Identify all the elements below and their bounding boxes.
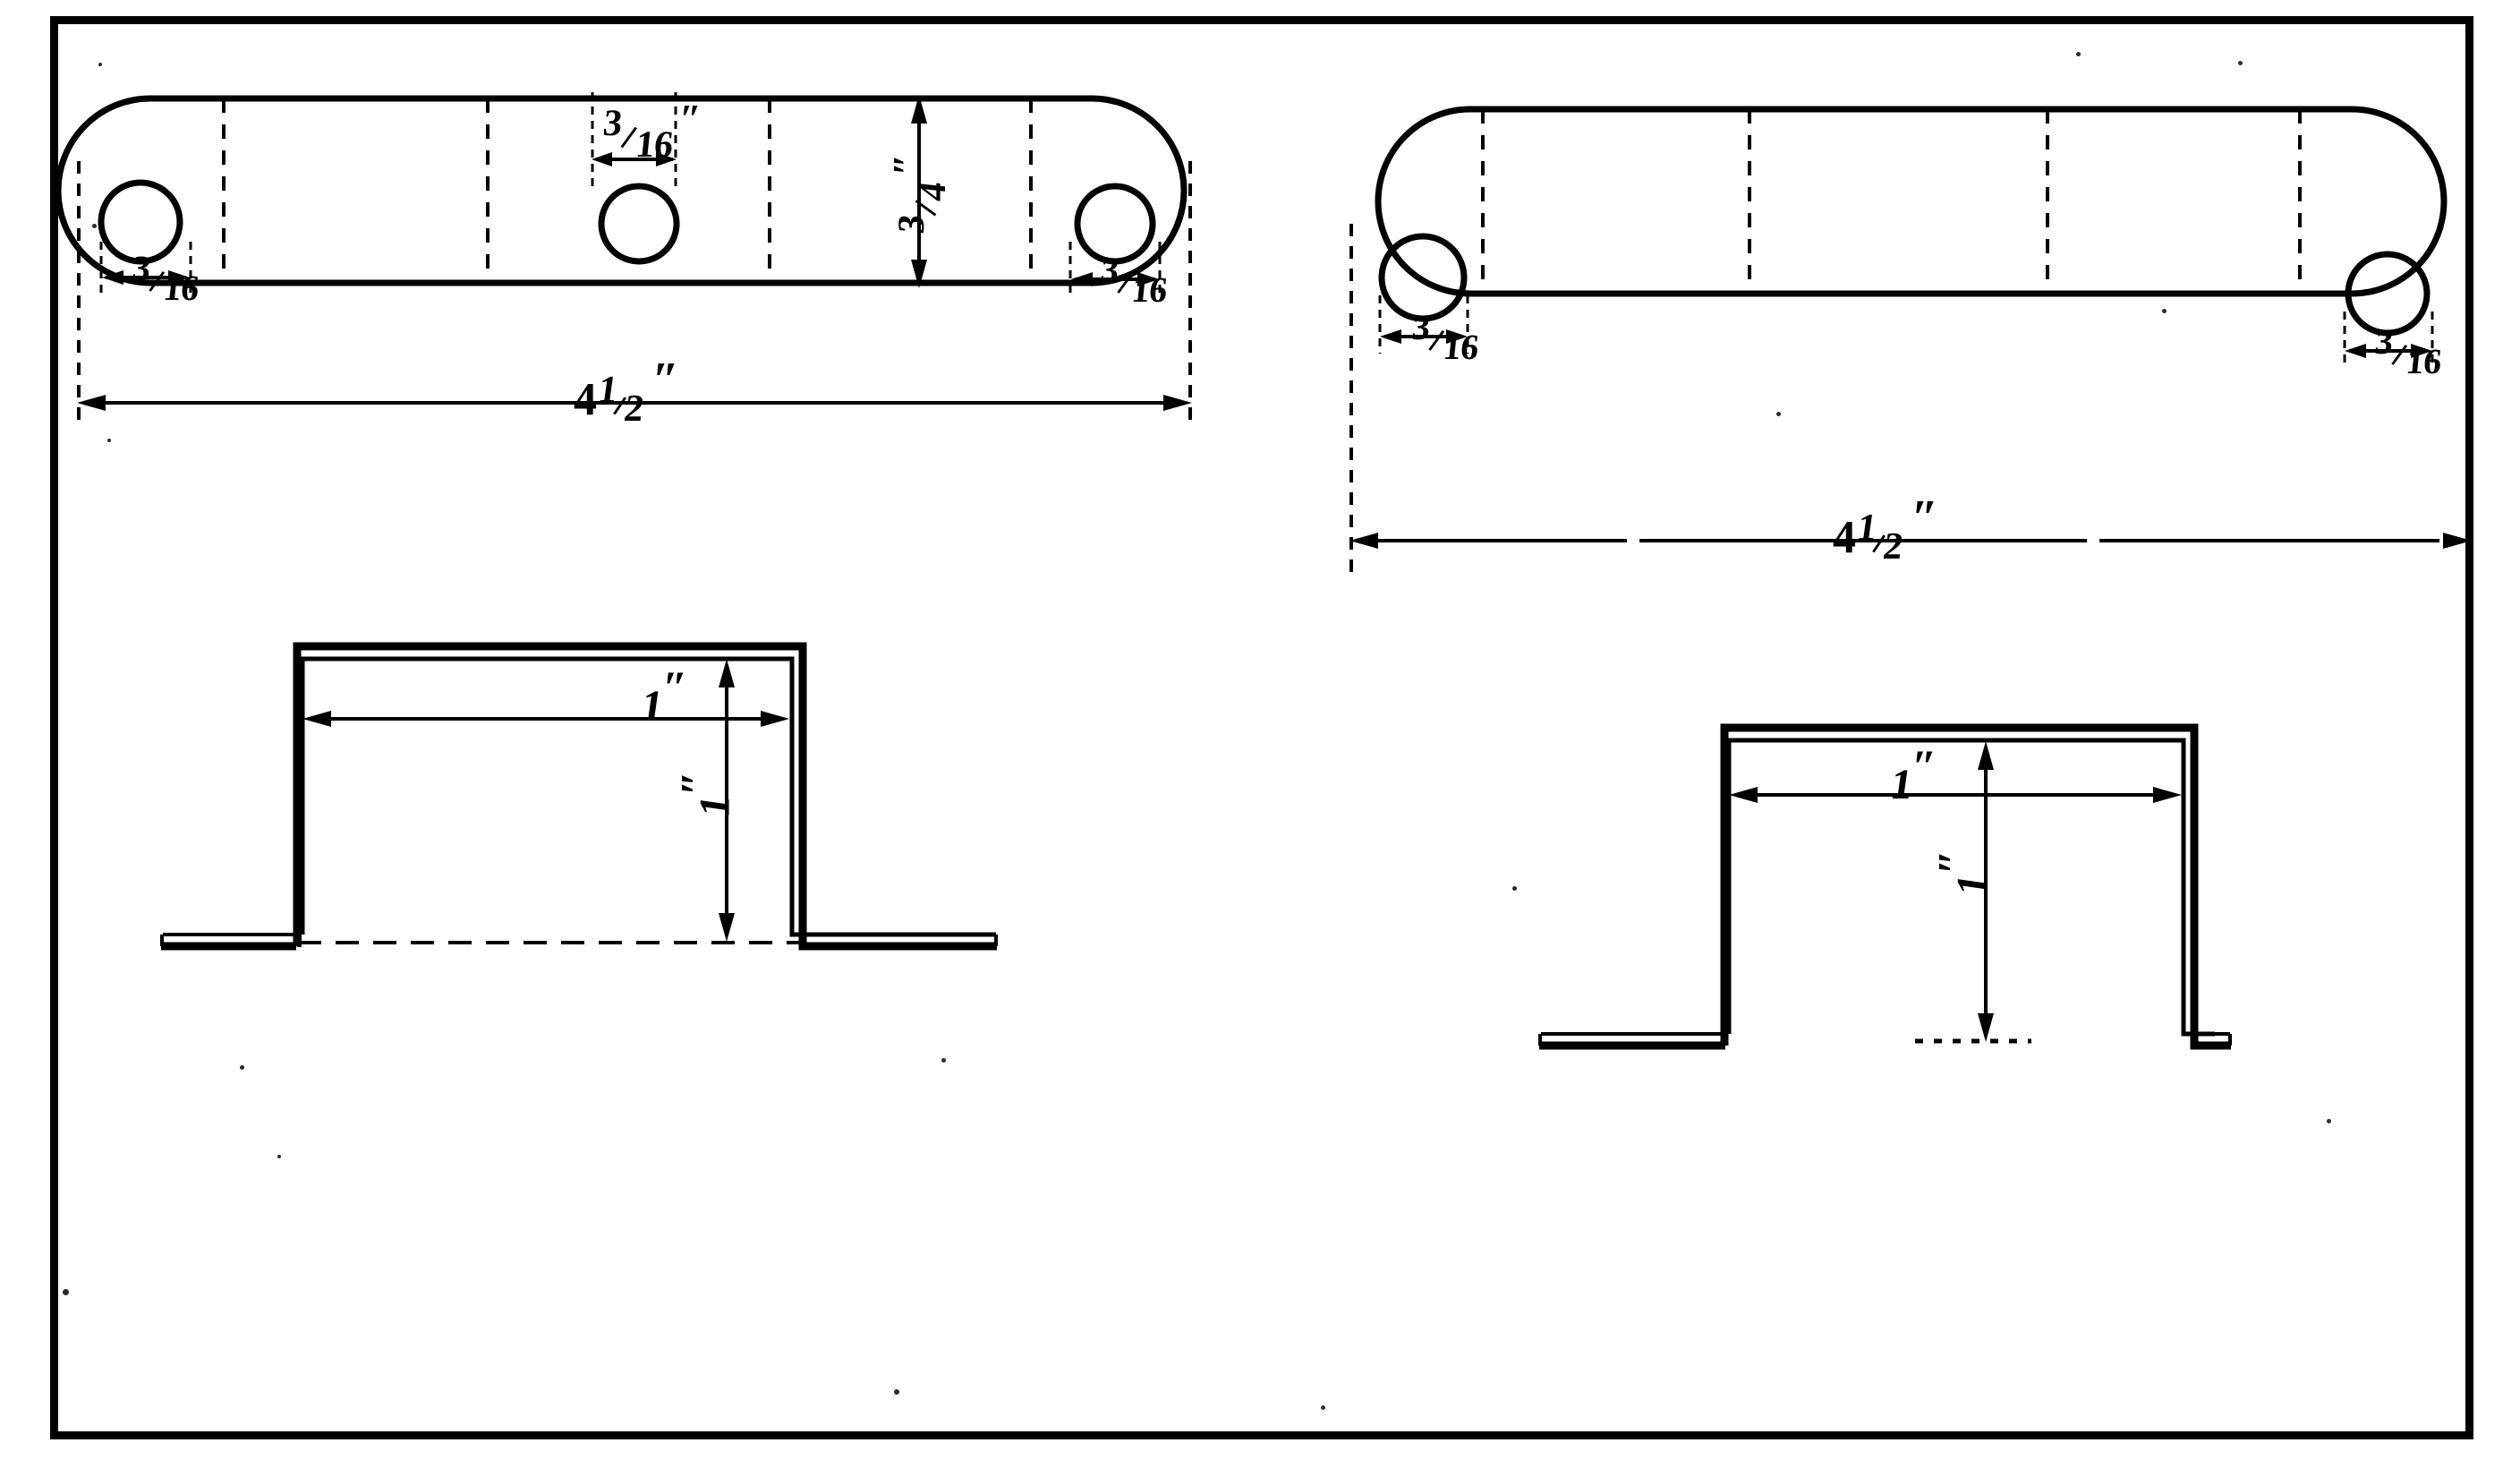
- left-hole-numerator: 3: [130, 248, 152, 288]
- right-section-width-dim-arrow: [1729, 787, 2182, 803]
- paper-speck: [277, 1155, 281, 1158]
- right-plate-right-hole-numerator: 3: [2372, 321, 2395, 362]
- paper-speck: [63, 1289, 69, 1295]
- right-plate-length-numerator: 1: [1853, 506, 1879, 549]
- right-plate-outline: [1375, 106, 2448, 297]
- center-hole-denominator: 16: [634, 124, 676, 166]
- left-plate-length-dimension-label: 412″: [574, 354, 679, 429]
- paper-speck: [92, 224, 97, 228]
- right-plate-right-hole-denominator: 16: [2404, 341, 2444, 382]
- left-plate-length-dim-arrow: [77, 395, 1192, 411]
- right-plate-hole-left: [1378, 233, 1468, 322]
- left-plate-center-hole-dimension-label: 316 ″: [601, 99, 702, 166]
- left-section-height-dimension-label: 1″: [671, 741, 739, 849]
- right-section-height-inch-mark: ″: [1928, 850, 1979, 875]
- left-section-height-inch-mark: ″: [671, 772, 722, 797]
- right-section-width-dimension-label: 1″: [1887, 744, 1937, 808]
- paper-speck: [941, 1058, 946, 1063]
- left-plate-width-dim-arrow: [911, 95, 927, 288]
- left-section-profile-view: [160, 642, 998, 951]
- paper-speck: [107, 439, 111, 442]
- right-plate-length-whole: 4: [1833, 512, 1856, 563]
- right-section-height-dim-arrow: [1978, 741, 1994, 1042]
- left-section-width-value: 1: [638, 682, 667, 730]
- right-plate-length-dim-arrow: [1349, 533, 2472, 549]
- right-plate-left-hole-numerator: 3: [1409, 307, 1432, 347]
- left-section-height-dim-arrow: [719, 659, 735, 942]
- right-plate-plan-view: [1349, 106, 2472, 573]
- paper-speck: [1776, 412, 1781, 416]
- paper-speck: [2327, 1119, 2331, 1123]
- left-section-left-flange-outer: [297, 934, 302, 947]
- right-section-width-value: 1: [1887, 761, 1916, 808]
- paper-speck: [2162, 309, 2167, 313]
- center-hole-inch-mark: ″: [679, 97, 702, 141]
- page-border-frame: [50, 16, 2473, 1439]
- left-plate-plan-view: [55, 92, 1192, 421]
- left-plate-left-hole-dim-arrow: [102, 270, 190, 285]
- plate-length-denominator: 2: [621, 387, 646, 430]
- right-hole-denominator: 16: [1129, 269, 1170, 311]
- right-section-height-dimension-label: 1″: [1928, 820, 1996, 927]
- center-hole-numerator: 3: [600, 103, 625, 145]
- right-section-width-inch-mark: ″: [1911, 740, 1937, 791]
- right-plate-left-hole-dim-arrow: [1380, 329, 1468, 344]
- left-section-width-dimension-label: 1″: [638, 665, 687, 730]
- paper-speck: [98, 63, 102, 66]
- right-section-profile-view: [1538, 723, 2232, 1050]
- right-hole-numerator: 3: [1098, 250, 1120, 290]
- left-section-width-inch-mark: ″: [662, 662, 688, 713]
- left-plate-hole-center: [598, 183, 680, 265]
- right-plate-hole-right: [2345, 251, 2431, 337]
- plate-length-numerator: 1: [594, 368, 620, 411]
- plate-length-whole: 4: [574, 374, 597, 425]
- plate-length-inch-mark: ″: [651, 352, 679, 407]
- right-plate-length-denominator: 2: [1880, 525, 1905, 568]
- right-plate-length-inch-mark: ″: [1911, 490, 1938, 545]
- left-plate-right-hole-dim-arrow: [1071, 272, 1159, 286]
- plate-width-inch-mark: ″: [885, 154, 930, 176]
- right-plate-left-hole-denominator: 16: [1441, 327, 1481, 368]
- left-section-width-dim-arrow: [302, 711, 789, 727]
- left-plate-width-dimension-label: 34 ″: [885, 137, 954, 253]
- right-plate-length-dimension-label: 412″: [1833, 492, 1938, 567]
- plate-width-denominator: 4: [912, 180, 954, 204]
- right-section-inner-contour: [1726, 738, 2215, 1037]
- right-plate-right-hole-dim-arrow: [2345, 344, 2432, 358]
- left-plate-center-hole-dim-arrow: [592, 152, 677, 166]
- left-plate-hole-left: [98, 179, 183, 265]
- paper-speck: [240, 1065, 244, 1070]
- left-plate-hole-right: [1074, 183, 1156, 265]
- paper-speck: [1512, 886, 1517, 891]
- right-section-height-value: 1: [1948, 871, 1996, 900]
- left-section-height-value: 1: [691, 792, 739, 821]
- paper-speck: [1321, 1405, 1325, 1410]
- paper-speck: [894, 1389, 899, 1395]
- left-hole-denominator: 16: [161, 268, 201, 309]
- paper-speck: [2238, 61, 2243, 65]
- paper-speck: [2076, 52, 2081, 56]
